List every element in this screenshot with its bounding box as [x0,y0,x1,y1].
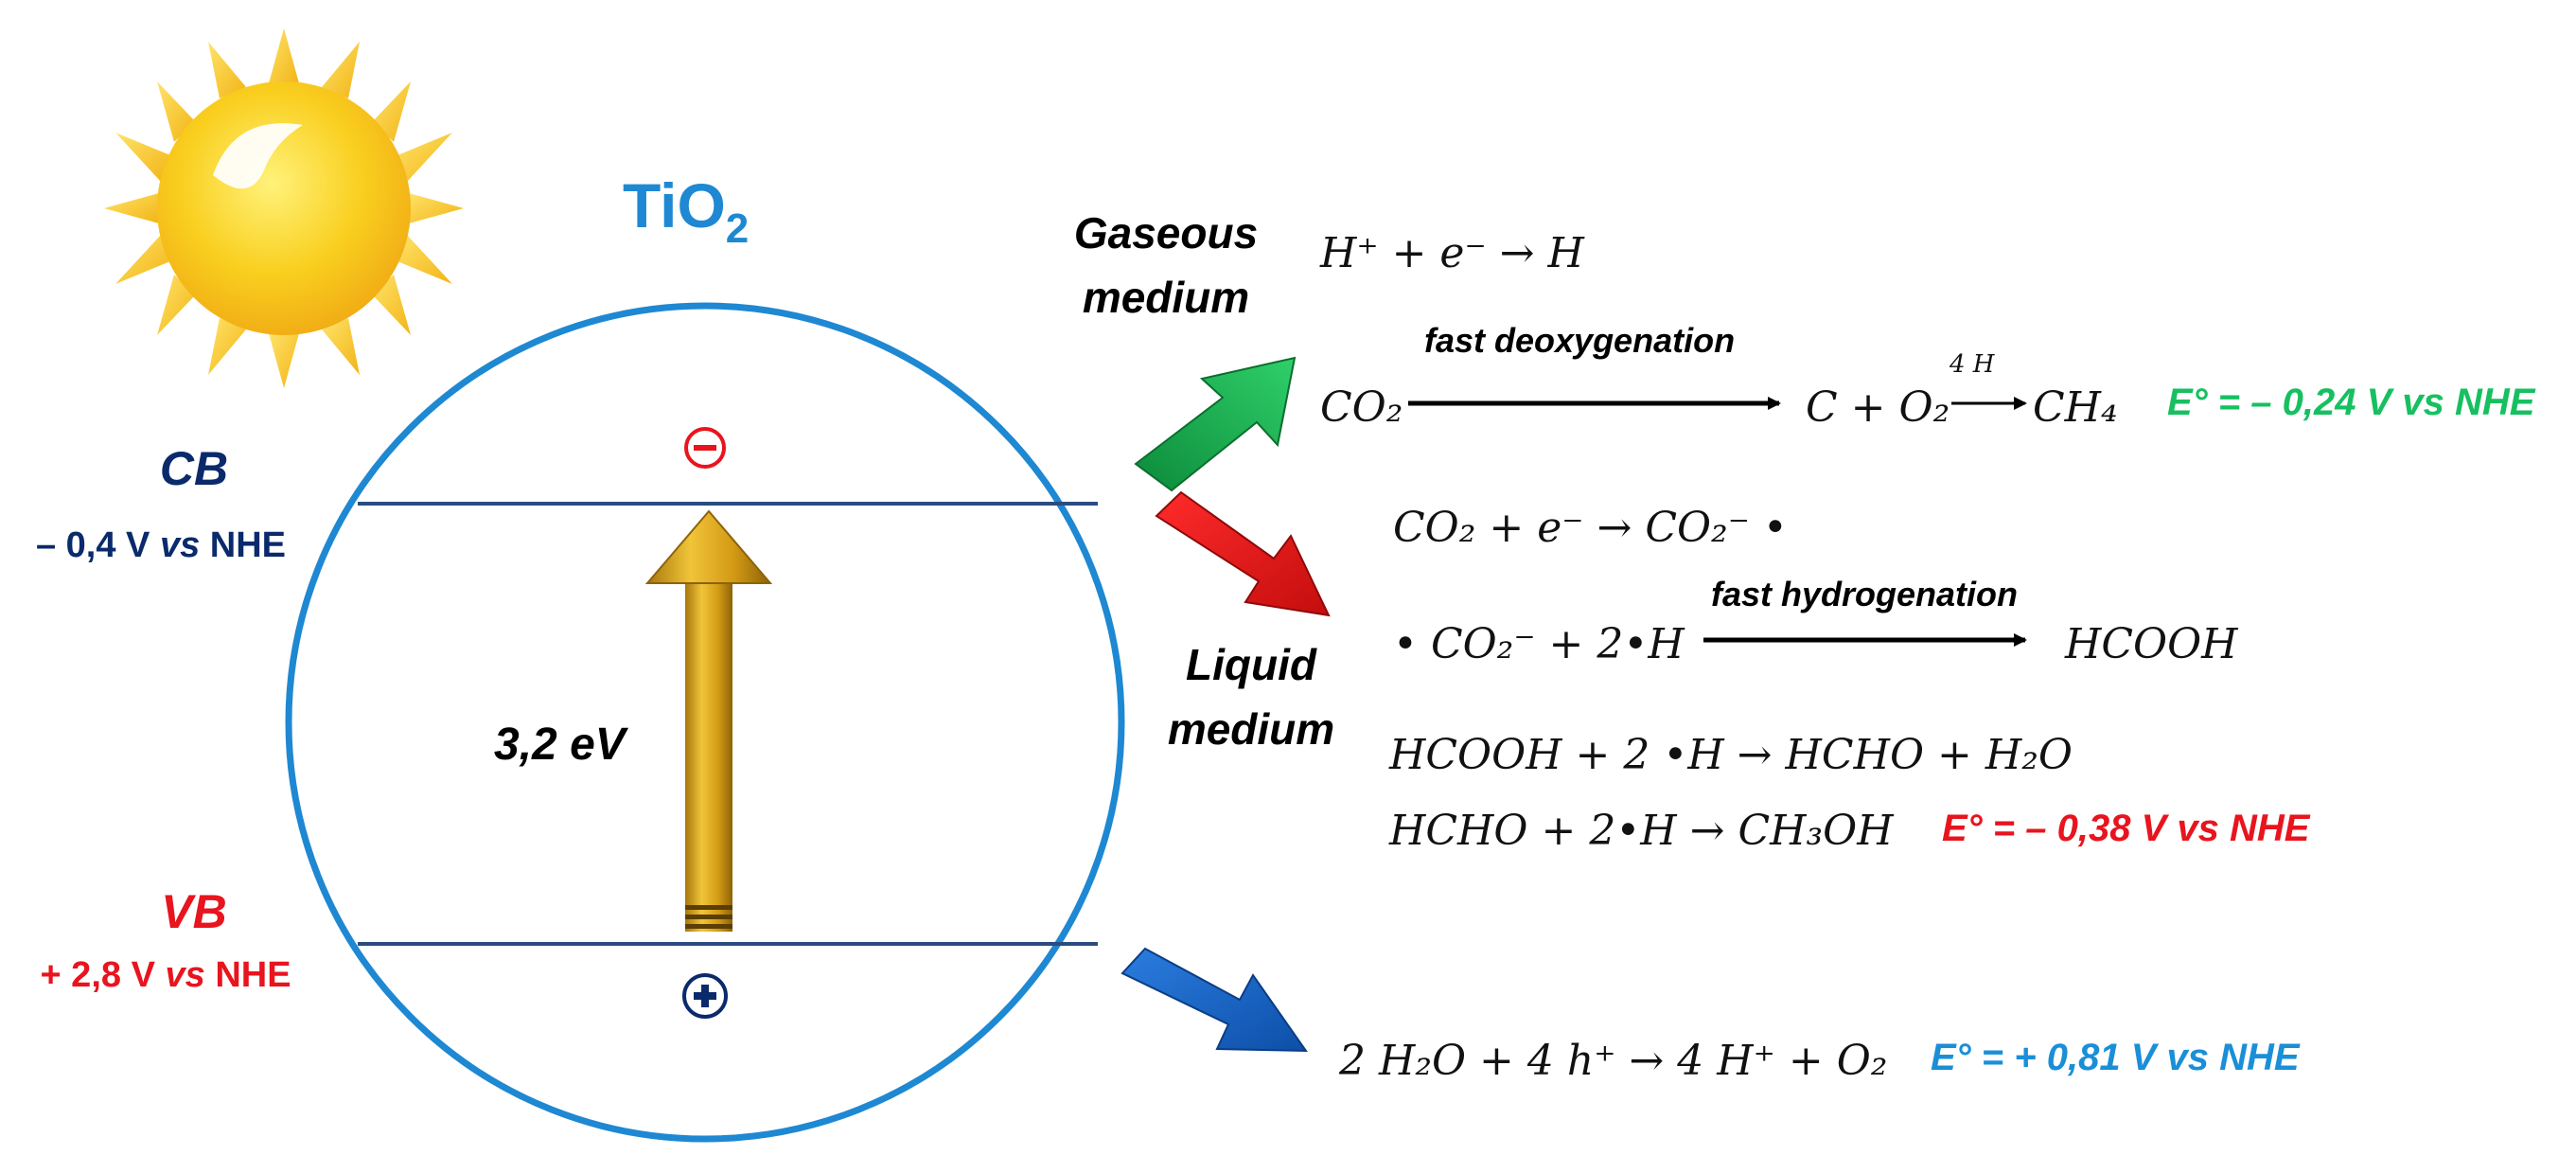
water-potential: E° = + 0,81 V vs NHE [1931,1037,2301,1078]
liquid-medium-label-1: Liquid [1186,640,1317,689]
reaction-methanol: HCHO + 2•H → CH₃OH [1388,807,1895,855]
gaseous-arrow [1134,356,1297,492]
cb-potential: – 0,4 V vs NHE [36,525,286,565]
reaction-ch4: CH₄ [2033,383,2118,432]
material-label: TiO2 [623,170,749,252]
vb-label: VB [161,885,226,938]
cb-label: CB [160,442,228,495]
oxidation-arrow [1120,947,1308,1053]
band-gap-label: 3,2 eV [494,720,629,770]
vb-potential: + 2,8 V vs NHE [40,955,291,995]
reaction-c-o2: C + O₂ [1806,383,1950,432]
gaseous-medium-label-1: Gaseous [1074,208,1258,258]
reaction-formaldehyde: HCOOH + 2 •H → HCHO + H₂O [1388,731,2073,779]
reaction-co2-left: CO₂ [1320,383,1403,432]
hole-icon [682,973,728,1019]
reaction-co2-radical: CO₂ + e⁻ → CO₂⁻ • [1393,504,1788,552]
gaseous-medium-label-2: medium [1083,273,1249,322]
electron-icon [684,427,726,469]
small-arrow-label: 4 H [1949,350,1996,379]
deoxygenation-label: fast deoxygenation [1424,321,1735,360]
reaction-radical-hydrogenation: • CO₂⁻ + 2•H [1393,620,1685,668]
liquid-potential: E° = – 0,38 V vs NHE [1942,808,2311,849]
hydrogenation-label: fast hydrogenation [1711,575,2018,613]
liquid-arrow [1155,490,1331,617]
gaseous-potential: E° = – 0,24 V vs NHE [2167,382,2536,423]
reaction-water-oxidation: 2 H₂O + 4 h⁺ → 4 H⁺ + O₂ [1338,1037,1887,1085]
liquid-medium-label-2: medium [1168,704,1334,754]
band-gap-arrow [644,509,773,932]
reaction-hcooh: HCOOH [2064,620,2239,668]
reaction-hydrogen-formation: H⁺ + e⁻ → H [1319,229,1586,277]
sun-icon [104,28,464,388]
